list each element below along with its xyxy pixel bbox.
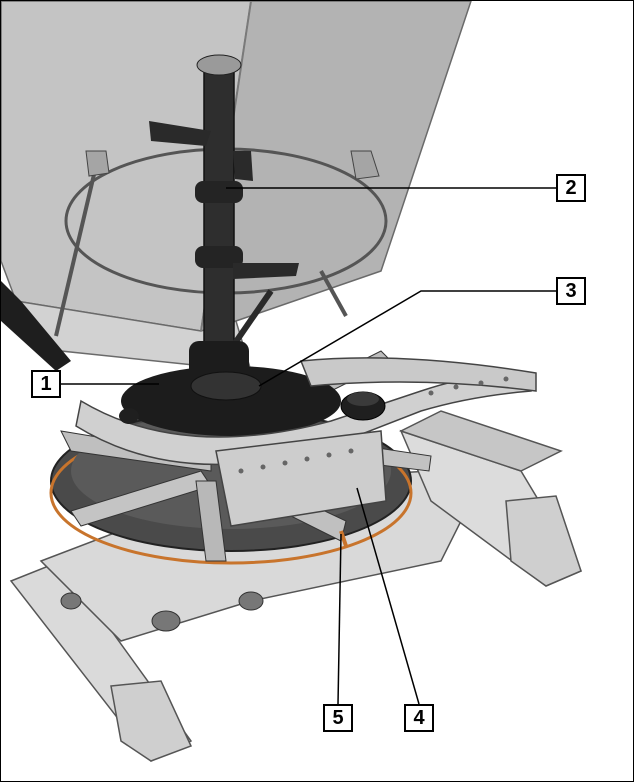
graduated-scale-right: [299, 357, 537, 392]
coupling-base: [190, 371, 262, 401]
shaft-top-cap: [196, 54, 242, 76]
ring-strut-right: [319, 270, 348, 317]
shaft-arm-right: [233, 151, 253, 181]
foot-right: [505, 495, 582, 587]
leader-line-4: [356, 487, 420, 705]
hopper-edge-dark: [1, 281, 71, 371]
disc-marker: [339, 530, 348, 547]
shaft-collar-2: [195, 246, 243, 268]
shaft-arm-lower: [233, 263, 299, 279]
shaft-collar-1: [195, 181, 243, 203]
ring-bracket-right: [350, 150, 380, 180]
frame-hole-3: [60, 592, 82, 610]
base-frame-top-rail: [399, 410, 563, 472]
disc-hub: [121, 366, 341, 436]
callout-4: 4: [404, 704, 434, 732]
scale-plate-front: [215, 430, 387, 527]
lock-nut-left: [119, 408, 139, 424]
leader-line-3: [258, 290, 556, 387]
scale-ticks: [238, 376, 509, 474]
adjust-knob-top: [347, 392, 379, 406]
frame-hole-1: [151, 610, 181, 632]
callout-5: 5: [323, 704, 353, 732]
drive-shaft: [203, 70, 235, 352]
callout-3: 3: [556, 277, 586, 305]
foot-left: [110, 680, 193, 762]
ring-strut-left: [54, 165, 98, 337]
spreader-vane-3: [195, 480, 227, 562]
shaft-coupling: [189, 341, 249, 381]
lever: [230, 289, 274, 348]
shaft-arm-upper: [149, 121, 211, 146]
callout-2: 2: [556, 174, 586, 202]
frame-hole-2: [238, 591, 264, 611]
leader-line-5: [337, 533, 342, 705]
ring-bracket-left: [85, 150, 110, 177]
callout-1: 1: [31, 370, 61, 398]
